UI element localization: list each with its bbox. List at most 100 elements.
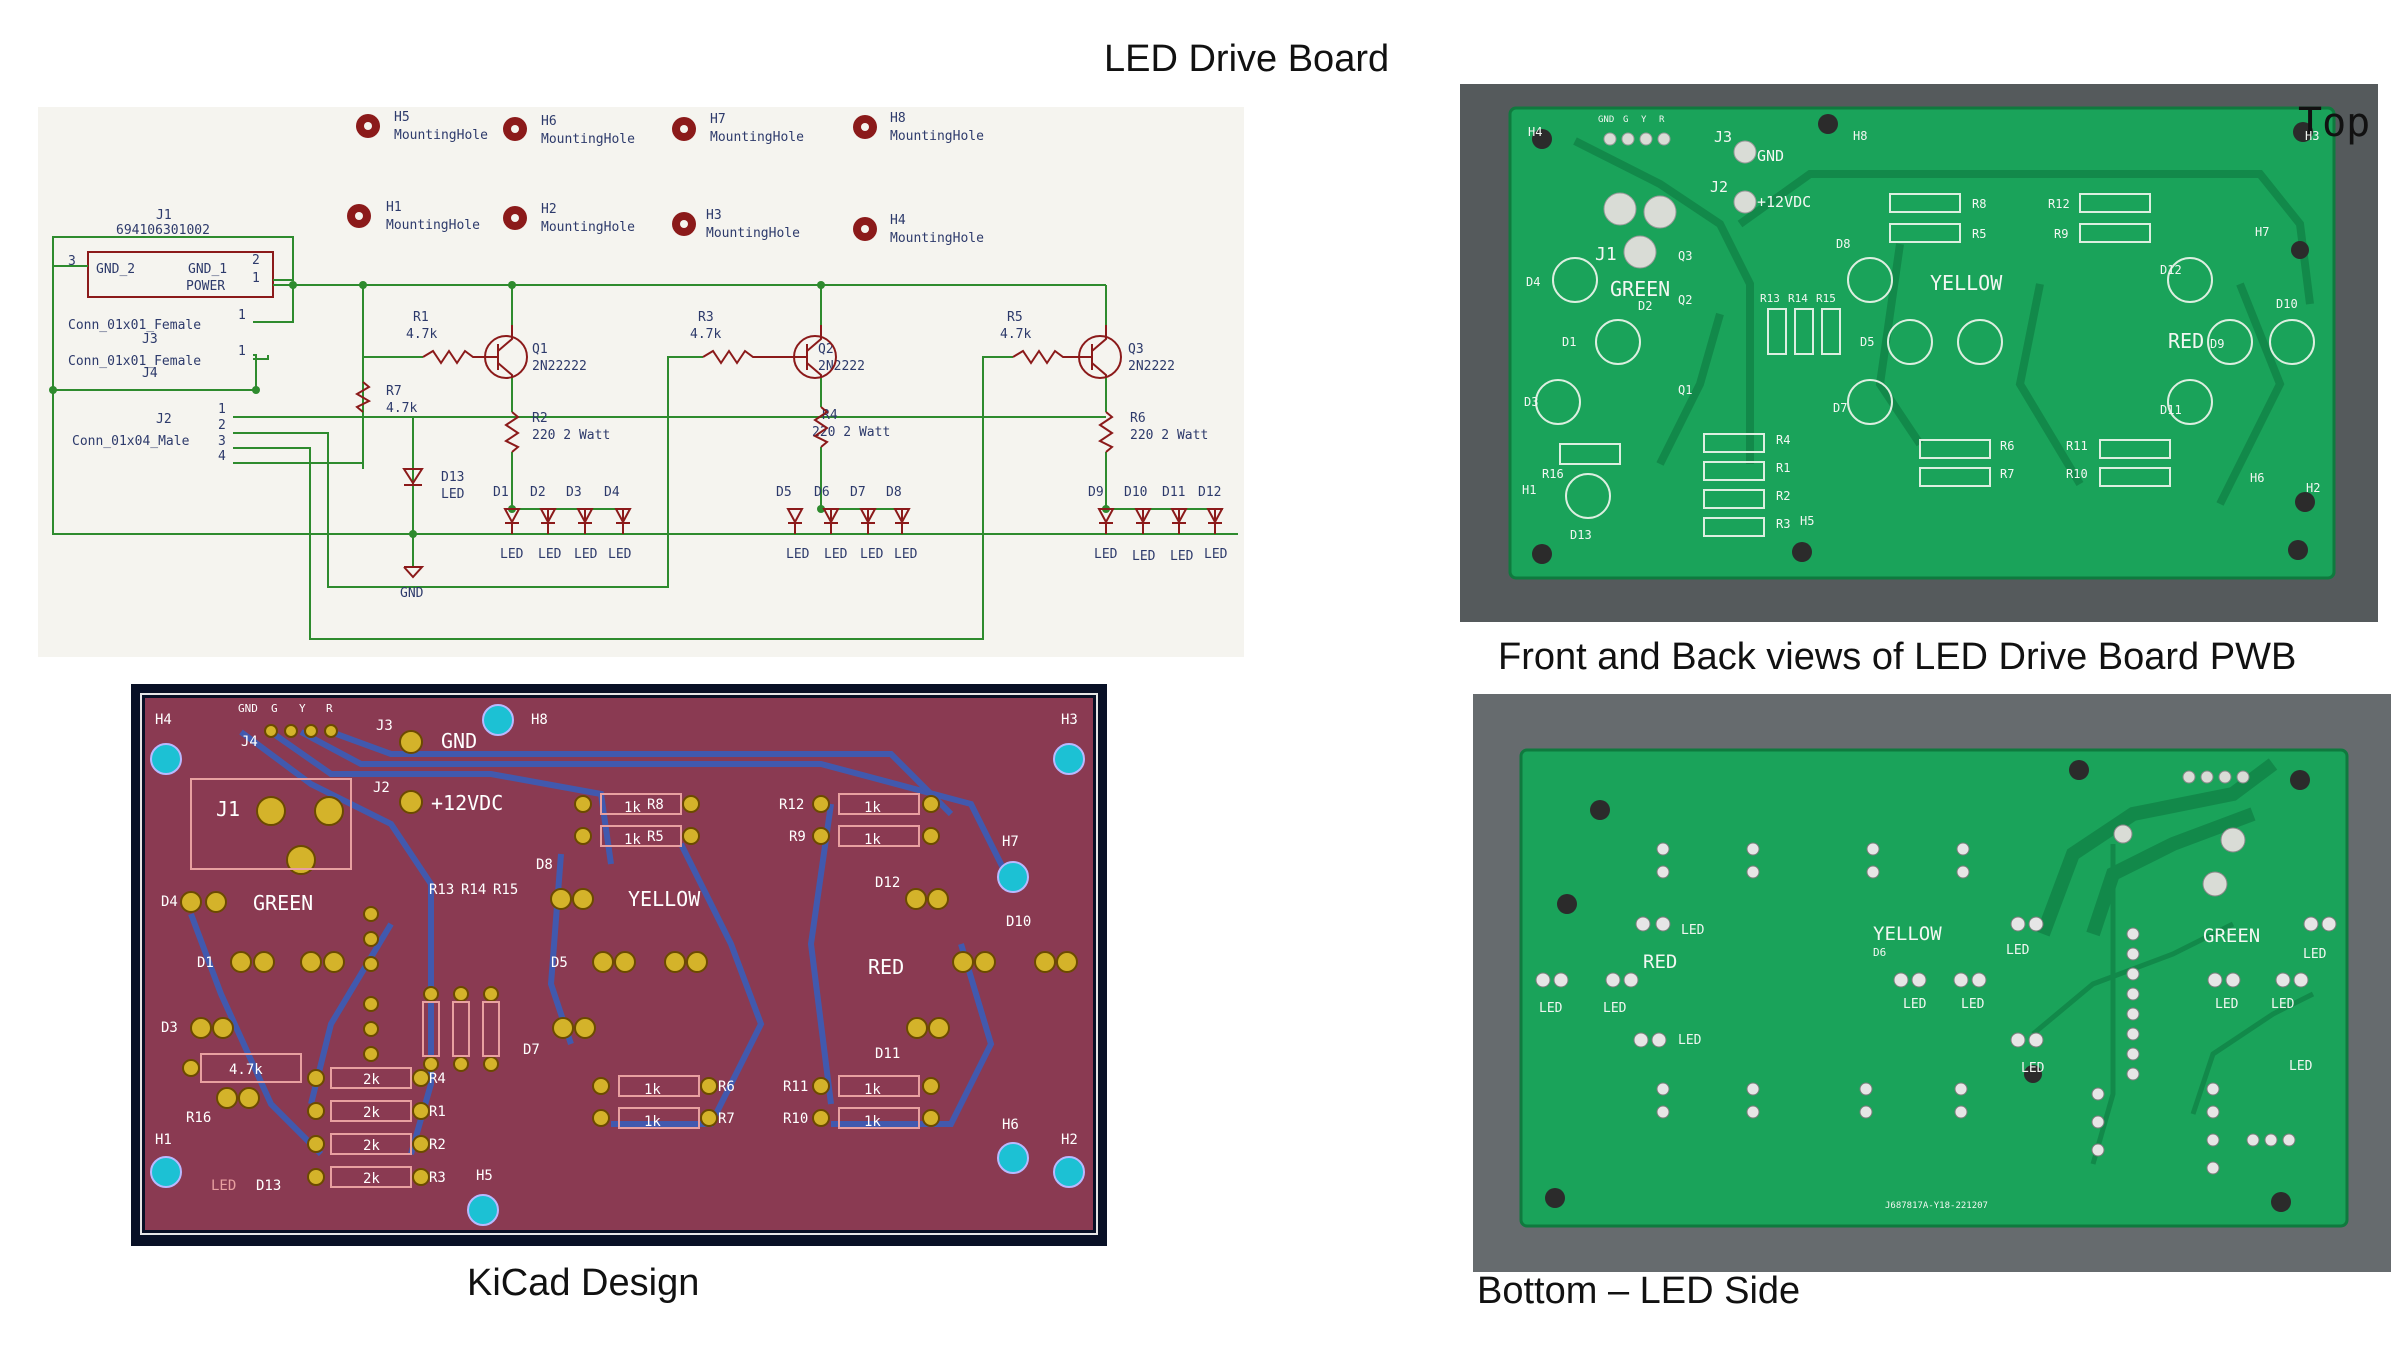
r6-ref: R6 xyxy=(1130,411,1146,426)
j1-pin1: 1 xyxy=(252,271,260,286)
kicad-r12: R12 xyxy=(779,797,804,813)
mh-h8-ref: H8 xyxy=(890,111,906,126)
pcb-top-label: Top xyxy=(2298,100,2370,146)
d3-label: LED xyxy=(574,547,598,562)
kicad-r15: R15 xyxy=(493,882,518,898)
kicad-j2: J2 xyxy=(373,780,390,796)
d12-ref: D12 xyxy=(1198,485,1221,500)
pcb-q3: Q3 xyxy=(1678,249,1692,263)
kicad-h4: H4 xyxy=(155,712,172,728)
kicad-d3: D3 xyxy=(161,1020,178,1036)
kicad-r1: R1 xyxy=(429,1104,446,1120)
r1-val: 4.7k xyxy=(406,327,437,342)
pcb-d12: D12 xyxy=(2160,263,2182,277)
kicad-r4-val: 2k xyxy=(363,1072,380,1088)
q2-part: 2N2222 xyxy=(818,359,865,374)
j1-power: POWER xyxy=(186,279,225,294)
pcb-bottom-photo: LED LED LED LED LED LED LED LED LED LED … xyxy=(1473,694,2391,1272)
pcb-r10: R10 xyxy=(2066,467,2088,481)
r7-ref: R7 xyxy=(386,384,402,399)
d4-ref: D4 xyxy=(604,485,620,500)
pcb-r7: R7 xyxy=(2000,467,2014,481)
pcb-r9: R9 xyxy=(2054,227,2068,241)
kicad-d13: D13 xyxy=(256,1178,281,1194)
q1-ref: Q1 xyxy=(532,342,548,357)
d2-label: LED xyxy=(538,547,562,562)
pcb-bottom-led-5: LED xyxy=(1903,997,1927,1012)
d5-ref: D5 xyxy=(776,485,792,500)
j3-pin: 1 xyxy=(238,308,246,323)
r5-val: 4.7k xyxy=(1000,327,1031,342)
d3-ref: D3 xyxy=(566,485,582,500)
kicad-h8: H8 xyxy=(531,712,548,728)
j2-pin4: 4 xyxy=(218,449,226,464)
j2-ref: J2 xyxy=(156,412,172,427)
pcb-r3: R3 xyxy=(1776,517,1790,531)
kicad-d8: D8 xyxy=(536,857,553,873)
kicad-r9-val: 1k xyxy=(864,832,881,848)
pcb-d3: D3 xyxy=(1524,395,1538,409)
kicad-d11: D11 xyxy=(875,1046,900,1062)
kicad-r7-val: 1k xyxy=(644,1114,661,1130)
pcb-hdr-g: G xyxy=(1623,115,1628,125)
schematic-drawing: H5 MountingHole H6 MountingHole H7 Mount… xyxy=(49,110,1238,640)
mh-h7-label: MountingHole xyxy=(710,130,804,145)
pcb-bottom-d6: D6 xyxy=(1873,946,1886,959)
bottom-caption: Bottom – LED Side xyxy=(1477,1270,1801,1312)
pcb-h5: H5 xyxy=(1800,514,1814,528)
page-title: LED Drive Board xyxy=(1104,38,1390,80)
j1-part: 694106301002 xyxy=(116,223,210,238)
pcb-r14: R14 xyxy=(1788,292,1808,305)
r5-ref: R5 xyxy=(1007,310,1023,325)
pcb-bottom-led-10: LED xyxy=(2271,997,2295,1012)
pcb-bottom-led-9: LED xyxy=(2215,997,2239,1012)
pcb-d1: D1 xyxy=(1562,335,1576,349)
q2-ref: Q2 xyxy=(818,342,834,357)
pcb-j3: J3 xyxy=(1714,128,1732,146)
mh-h6-ref: H6 xyxy=(541,114,557,129)
pcb-h7: H7 xyxy=(2255,225,2269,239)
d5-label: LED xyxy=(786,547,810,562)
pcb-d4: D4 xyxy=(1526,275,1540,289)
pcb-gnd: GND xyxy=(1757,147,1784,165)
pcb-yellow: YELLOW xyxy=(1930,271,2003,295)
d12-label: LED xyxy=(1204,547,1228,562)
d1-label: LED xyxy=(500,547,524,562)
pcb-d8: D8 xyxy=(1836,237,1850,251)
r2-ref: R2 xyxy=(532,411,548,426)
kicad-h2: H2 xyxy=(1061,1132,1078,1148)
pcb-bottom-yellow: YELLOW xyxy=(1873,923,1942,945)
j2-pin3: 3 xyxy=(218,434,226,449)
kicad-hdr-y: Y xyxy=(299,702,306,715)
kicad-r6-val: 1k xyxy=(644,1082,661,1098)
d8-label: LED xyxy=(894,547,918,562)
kicad-r10: R10 xyxy=(783,1111,808,1127)
kicad-r11: R11 xyxy=(783,1079,808,1095)
kicad-j1: J1 xyxy=(216,797,240,821)
kicad-r3: R3 xyxy=(429,1170,446,1186)
d7-ref: D7 xyxy=(850,485,866,500)
pcb-r1: R1 xyxy=(1776,461,1790,475)
pcb-r12: R12 xyxy=(2048,197,2070,211)
pcb-h8: H8 xyxy=(1853,129,1867,143)
kicad-r5: R5 xyxy=(647,829,664,845)
mh-h6-label: MountingHole xyxy=(541,132,635,147)
j4-ref: J4 xyxy=(142,366,158,381)
pcb-bottom-board: LED LED LED LED LED LED LED LED LED LED … xyxy=(1519,748,2349,1228)
kicad-h6: H6 xyxy=(1002,1117,1019,1133)
kicad-d4: D4 xyxy=(161,894,178,910)
pcb-d13: D13 xyxy=(1570,528,1592,542)
pcb-bottom-led-12: LED xyxy=(2289,1059,2313,1074)
kicad-r10-val: 1k xyxy=(864,1114,881,1130)
kicad-h3: H3 xyxy=(1061,712,1078,728)
mh-h2-label: MountingHole xyxy=(541,220,635,235)
kicad-gnd: GND xyxy=(441,729,477,753)
j2-pin2: 2 xyxy=(218,418,226,433)
pcb-r15: R15 xyxy=(1816,292,1836,305)
pcb-r6: R6 xyxy=(2000,439,2014,453)
kicad-caption: KiCad Design xyxy=(467,1262,700,1304)
d9-label: LED xyxy=(1094,547,1118,562)
kicad-r7: R7 xyxy=(718,1111,735,1127)
d7-label: LED xyxy=(860,547,884,562)
pcb-bottom-serial: J687817A-Y18-221207 xyxy=(1885,1201,1988,1211)
